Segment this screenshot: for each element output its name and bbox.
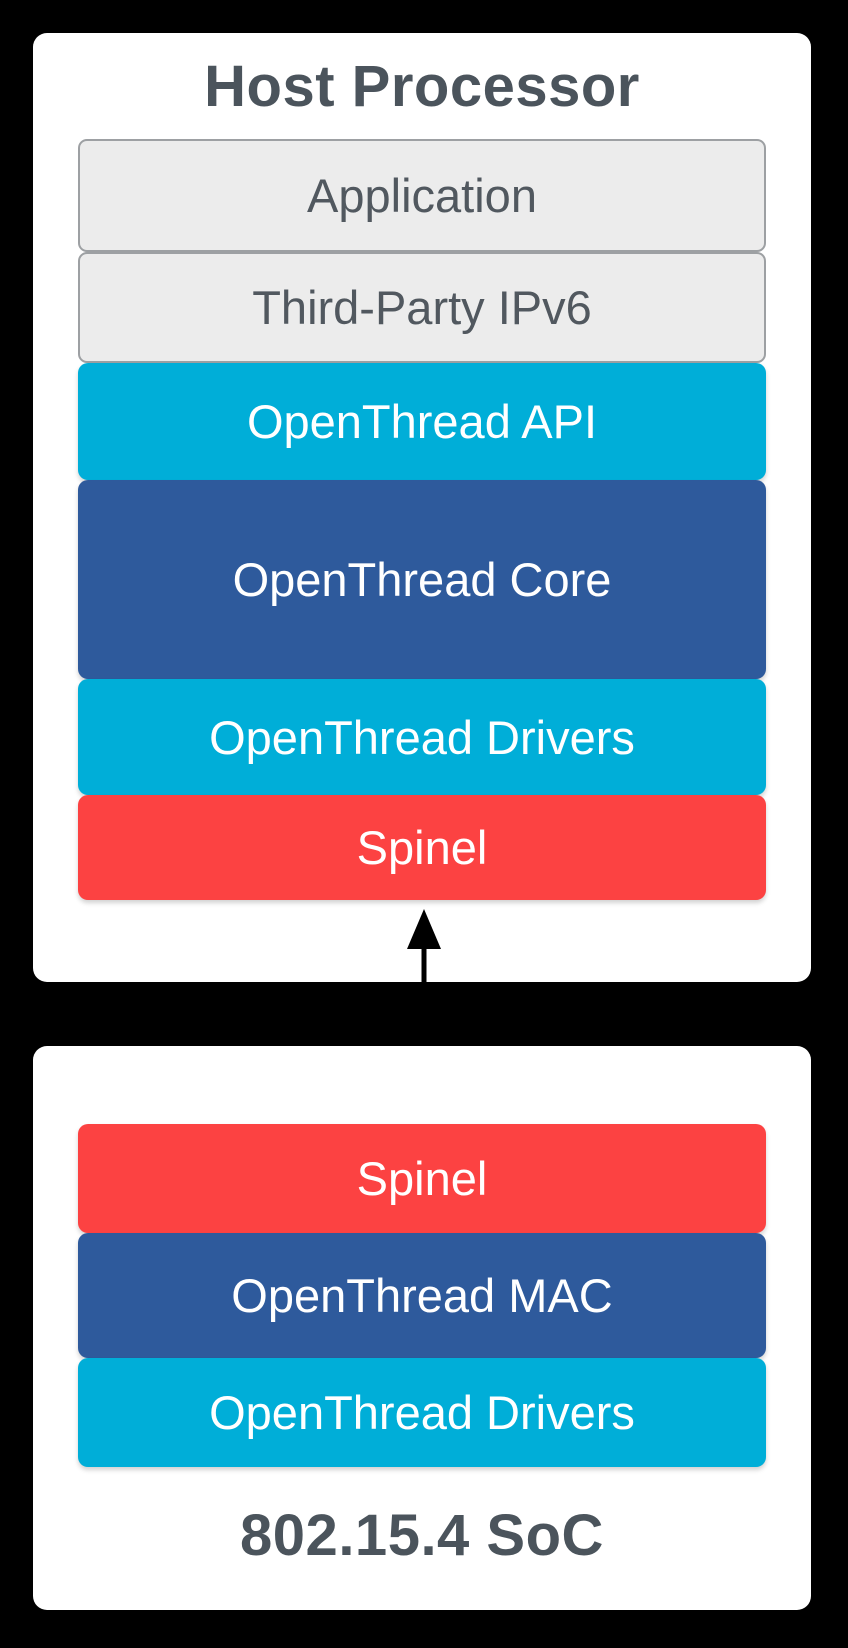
layer-third-party-ipv6: Third-Party IPv6 <box>78 252 766 363</box>
layer-openthread-drivers-soc: OpenThread Drivers <box>78 1358 766 1467</box>
layer-openthread-drivers-host: OpenThread Drivers <box>78 679 766 795</box>
layer-openthread-api: OpenThread API <box>78 363 766 480</box>
layer-openthread-core: OpenThread Core <box>78 480 766 679</box>
soc-layer-stack: Spinel OpenThread MAC OpenThread Drivers <box>78 1124 766 1467</box>
soc-card-title: 802.15.4 SoC <box>240 1503 604 1568</box>
host-card-title: Host Processor <box>204 54 640 119</box>
layer-application: Application <box>78 139 766 252</box>
layer-spinel-soc: Spinel <box>78 1124 766 1233</box>
layer-openthread-mac: OpenThread MAC <box>78 1233 766 1358</box>
soc-card: Spinel OpenThread MAC OpenThread Drivers… <box>33 1046 811 1610</box>
host-layer-stack: Application Third-Party IPv6 OpenThread … <box>78 139 766 900</box>
layer-spinel-host: Spinel <box>78 795 766 900</box>
host-processor-card: Host Processor Application Third-Party I… <box>33 33 811 982</box>
